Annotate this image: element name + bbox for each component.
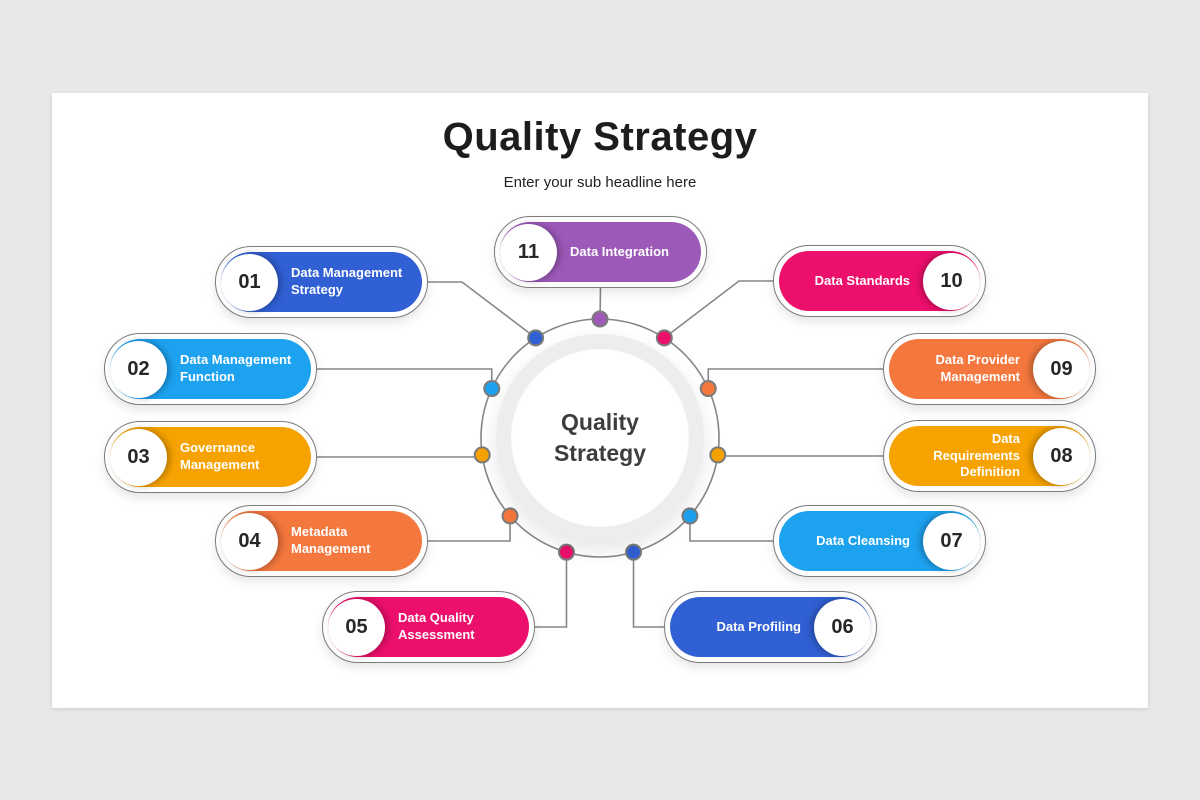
item-label: Data Standards: [814, 272, 910, 288]
item-pill-body: 09 Data Provider Management: [889, 339, 1090, 399]
item-pill-body: 03 Governance Management: [110, 427, 311, 487]
connector-line-02: [317, 368, 493, 389]
connector-line-04: [428, 515, 511, 542]
center-label-line2: Strategy: [553, 440, 647, 466]
item-pill-body: 11 Data Integration: [500, 222, 701, 282]
connector-dot-02: [483, 380, 501, 398]
connector-dot-09: [699, 380, 717, 398]
item-pill-09: 09 Data Provider Management: [883, 333, 1096, 405]
item-number-badge: 04: [221, 512, 278, 570]
connector-line-01: [428, 281, 537, 339]
connector-line-07: [689, 515, 773, 542]
item-pill-body: 10 Data Standards: [779, 251, 980, 311]
item-pill-04: 04 Metadata Management: [215, 505, 428, 577]
center-circle: Quality Strategy: [496, 334, 704, 542]
item-pill-body: 08 Data Requirements Definition: [889, 426, 1090, 486]
item-number-badge: 03: [110, 428, 167, 486]
item-label: Governance Management: [180, 440, 260, 472]
connector-dot-07: [681, 507, 699, 525]
item-number-badge: 02: [110, 340, 167, 398]
item-pill-body: 07 Data Cleansing: [779, 511, 980, 571]
item-number-badge: 05: [328, 598, 385, 656]
item-pill-06: 06 Data Profiling: [664, 591, 877, 663]
item-pill-body: 04 Metadata Management: [221, 511, 422, 571]
item-number-badge: 10: [923, 252, 980, 310]
page-subtitle: Enter your sub headline here: [503, 174, 697, 191]
item-pill-body: 06 Data Profiling: [670, 597, 871, 657]
connector-line-05: [535, 552, 568, 628]
connector-dot-05: [557, 543, 575, 561]
item-pill-10: 10 Data Standards: [773, 245, 986, 317]
page-title: Quality Strategy: [442, 115, 758, 159]
connector-dot-11: [591, 310, 609, 328]
item-label: Data Provider Management: [935, 352, 1020, 384]
item-pill-body: 05 Data Quality Assessment: [328, 597, 529, 657]
item-number-badge: 11: [500, 223, 557, 281]
connector-line-06: [632, 552, 664, 628]
item-label: Data Management Function: [180, 352, 292, 384]
item-label: Data Quality Assessment: [398, 610, 475, 642]
item-label: Data Profiling: [716, 618, 801, 634]
connector-dot-08: [709, 446, 727, 464]
item-pill-02: 02 Data Management Function: [104, 333, 317, 405]
center-label-line1: Quality: [561, 408, 639, 435]
connector-dot-10: [655, 329, 673, 347]
item-number-badge: 07: [923, 512, 980, 570]
item-label: Data Management Strategy: [291, 265, 403, 297]
item-pill-05: 05 Data Quality Assessment: [322, 591, 535, 663]
center-label: Quality Strategy: [554, 407, 646, 469]
item-label: Data Requirements Definition: [933, 430, 1020, 480]
connector-dot-01: [527, 329, 545, 347]
item-label: Data Integration: [570, 243, 669, 259]
connector-line-08: [716, 454, 883, 457]
item-number-badge: 08: [1033, 427, 1090, 485]
connector-line-09: [707, 368, 883, 389]
item-pill-11: 11 Data Integration: [494, 216, 707, 288]
item-label: Metadata Management: [291, 524, 371, 556]
connector-line-03: [317, 454, 484, 458]
item-pill-08: 08 Data Requirements Definition: [883, 420, 1096, 492]
item-pill-07: 07 Data Cleansing: [773, 505, 986, 577]
connector-line-10: [663, 280, 773, 339]
connector-dot-04: [501, 507, 519, 525]
item-number-badge: 01: [221, 253, 278, 311]
item-pill-03: 03 Governance Management: [104, 421, 317, 493]
connector-dot-06: [625, 543, 643, 561]
item-pill-body: 01 Data Management Strategy: [221, 252, 422, 312]
item-pill-01: 01 Data Management Strategy: [215, 246, 428, 318]
item-number-badge: 06: [814, 598, 871, 656]
item-number-badge: 09: [1033, 340, 1090, 398]
connector-dot-03: [473, 446, 491, 464]
item-pill-body: 02 Data Management Function: [110, 339, 311, 399]
item-label: Data Cleansing: [816, 532, 910, 548]
